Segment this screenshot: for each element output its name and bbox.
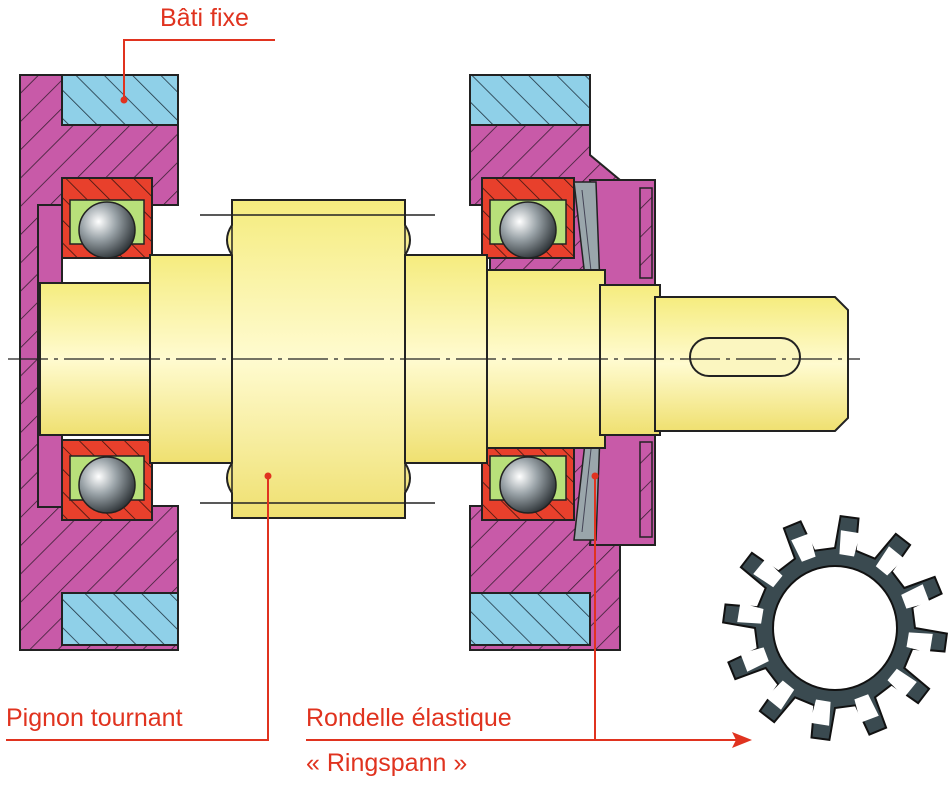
leader-bati — [123, 39, 275, 98]
right-bottom-bearing — [481, 439, 575, 521]
washer-hole — [772, 565, 898, 691]
leader-lines — [6, 39, 752, 748]
leader-pignon — [6, 478, 269, 741]
label-pignon-tournant: Pignon tournant — [6, 704, 183, 732]
right-top-cover — [469, 74, 591, 126]
ringspann-washer-icon — [721, 514, 949, 742]
left-top-cover — [61, 74, 179, 126]
label-rondelle-elastique: Rondelle élastique — [306, 704, 512, 732]
keyway — [689, 337, 801, 377]
label-ringspann: « Ringspann » — [306, 749, 468, 777]
right-top-bearing — [481, 177, 575, 259]
right-bottom-cover — [469, 592, 591, 646]
left-top-bearing — [61, 177, 153, 259]
left-bottom-bearing — [61, 439, 153, 521]
left-bottom-cover — [61, 592, 179, 646]
label-bati-fixe: Bâti fixe — [160, 4, 249, 32]
